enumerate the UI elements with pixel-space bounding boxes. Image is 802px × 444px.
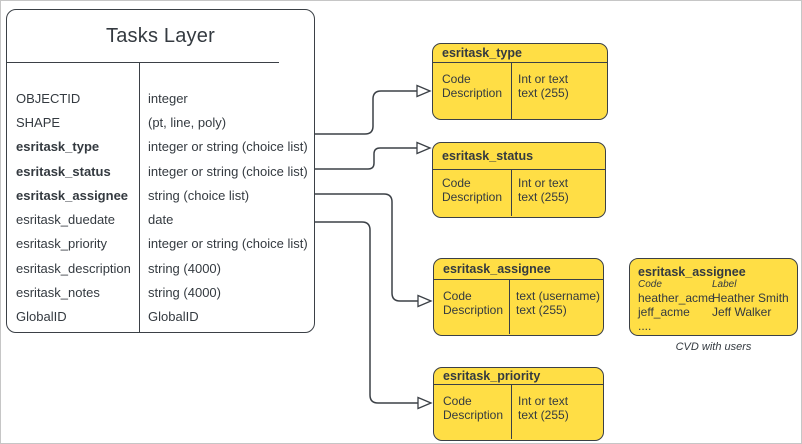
table-row: esritask_notes string (4000) [7, 280, 314, 304]
field-type: integer or string (choice list) [148, 236, 308, 252]
field-name: SHAPE [16, 114, 61, 130]
arrowhead-status-icon [416, 141, 432, 155]
cell-code: Code [442, 72, 471, 86]
field-type: GlobalID [148, 309, 199, 325]
field-type: (pt, line, poly) [148, 114, 227, 130]
title-divider [7, 62, 279, 63]
field-type: integer or string (choice list) [148, 139, 308, 155]
cell-description-type: text (255) [518, 85, 569, 100]
field-type: date [148, 212, 174, 228]
table-row: SHAPE (pt, line, poly) [7, 110, 314, 134]
field-rows: OBJECTID integer SHAPE (pt, line, poly) es… [7, 86, 314, 329]
table-row: esritask_duedate date [7, 207, 314, 231]
cvd-code: jeff_acme [638, 305, 690, 319]
field-name: esritask_type [16, 139, 100, 155]
table-row: OBJECTID integer [7, 86, 314, 110]
cvd-row: jeff_acme Jeff Walker [638, 305, 797, 319]
field-name: esritask_duedate [16, 212, 116, 228]
connector-status [314, 147, 417, 170]
cvd-col-header-code: Code [638, 279, 662, 290]
choice-box-title: esritask_assignee [434, 259, 603, 280]
cvd-col-header-label: Label [712, 279, 737, 290]
field-name: GlobalID [16, 309, 67, 325]
cell-code-type: Int or text [518, 72, 569, 86]
choice-box-types: Int or text text (255) [512, 170, 569, 216]
field-type: string (4000) [148, 260, 221, 276]
cvd-caption: CVD with users [675, 341, 752, 353]
tasks-layer-title: Tasks Layer [106, 24, 215, 47]
cvd-label: Jeff Walker [712, 305, 772, 319]
cell-description-type: text (255) [518, 407, 569, 422]
cvd-row-more: .... [638, 319, 652, 333]
field-name: esritask_description [16, 260, 131, 276]
cell-code-type: text (username) [516, 289, 601, 303]
choice-box-fields: Code Description [434, 385, 512, 439]
arrowhead-assignee-icon [417, 294, 433, 308]
connector-type [314, 90, 417, 135]
cell-code-type: Int or text [518, 394, 569, 408]
arrowhead-priority-icon [417, 396, 433, 410]
choice-box-esritask-status[interactable]: esritask_status Code Description Int or … [432, 142, 606, 218]
cell-description: Description [443, 302, 504, 317]
choice-box-fields: Code Description [433, 170, 512, 216]
field-type: string (choice list) [148, 187, 250, 203]
field-type: integer or string (choice list) [148, 163, 308, 179]
choice-box-title: esritask_priority [434, 368, 603, 385]
field-name: esritask_notes [16, 285, 100, 301]
table-row: esritask_type integer or string (choice l… [7, 135, 314, 159]
choice-box-esritask-type[interactable]: esritask_type Code Description Int or te… [432, 43, 608, 120]
field-name: esritask_priority [16, 236, 108, 252]
column-divider [139, 62, 140, 332]
connector-priority [314, 221, 418, 404]
arrowhead-type-icon [416, 84, 432, 98]
cell-description-type: text (255) [516, 302, 567, 317]
choice-box-fields: Code Description [434, 280, 510, 334]
cvd-code: heather_acme [638, 291, 715, 305]
choice-box-types: Int or text text (255) [512, 385, 569, 439]
connector-assignee [314, 193, 418, 302]
choice-box-fields: Code Description [433, 63, 512, 119]
table-row: esritask_status integer or string (choice… [7, 159, 314, 183]
cell-code: Code [442, 176, 471, 190]
choice-box-esritask-priority[interactable]: esritask_priority Code Description Int o… [433, 367, 604, 441]
cell-code-type: Int or text [518, 176, 569, 190]
table-row: GlobalID GlobalID [7, 305, 314, 329]
field-name: OBJECTID [16, 90, 81, 106]
field-name: esritask_status [16, 163, 111, 179]
tasks-layer-table[interactable]: Tasks Layer OBJECTID integer SHAPE (pt, li… [6, 9, 315, 333]
cell-description: Description [442, 189, 503, 204]
choice-box-types: Int or text text (255) [512, 63, 569, 119]
field-type: integer [148, 90, 188, 106]
choice-box-title: esritask_type [433, 44, 607, 63]
choice-box-esritask-assignee[interactable]: esritask_assignee Code Description text … [433, 258, 604, 336]
cell-code: Code [443, 289, 472, 303]
cvd-label: Heather Smith [712, 291, 789, 305]
cvd-title: esritask_assignee [638, 265, 746, 279]
choice-box-title: esritask_status [433, 143, 605, 170]
field-type: string (4000) [148, 285, 221, 301]
cell-description: Description [442, 85, 503, 100]
field-name: esritask_assignee [16, 187, 129, 203]
table-row: esritask_priority integer or string (choi… [7, 232, 314, 256]
choice-box-types: text (username) text (255) [510, 280, 600, 334]
table-row: esritask_assignee string (choice list) [7, 183, 314, 207]
cell-code: Code [443, 394, 472, 408]
cell-description-type: text (255) [518, 189, 569, 204]
cvd-row: heather_acme Heather Smith [638, 291, 797, 305]
table-row: esritask_description string (4000) [7, 256, 314, 280]
cell-description: Description [443, 407, 504, 422]
cvd-box-esritask-assignee[interactable]: esritask_assignee Code Label heather_acm… [629, 258, 798, 336]
